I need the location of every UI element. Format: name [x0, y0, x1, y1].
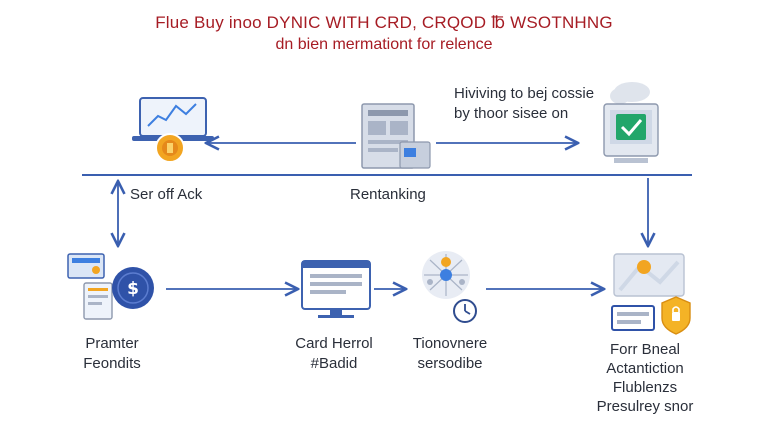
node2-label-line1: Card Herrol — [295, 335, 373, 352]
shield-icon — [661, 296, 691, 335]
node3-label-line2: sersodibe — [417, 355, 483, 372]
svg-text:$: $ — [127, 279, 139, 299]
hub-network-icon — [422, 251, 470, 299]
node1-label-line1: Pramter — [85, 335, 139, 352]
node1-label-line2: Feondits — [83, 355, 141, 372]
monitor-window-icon — [301, 260, 371, 318]
node4-label-line1: Forr Bneal — [609, 341, 681, 358]
node2-label-line2: #Badid — [310, 355, 358, 372]
clock-icon — [453, 299, 477, 323]
top-right-note-line1: Hiviving to bej cossie — [454, 85, 595, 102]
node4-label-line2: Actantiction — [606, 360, 684, 377]
diagram-subtitle: dn bien mermationt for relence — [275, 36, 493, 53]
check-monitor-icon — [603, 82, 659, 163]
document-panel-icon — [361, 103, 431, 169]
node3-label-line1: Tionovnere — [412, 335, 488, 352]
node4-label-line3: Flublenzs — [612, 379, 678, 396]
middle-center-label: Rentanking — [350, 186, 426, 203]
node4-label-line4: Presulrey snor — [596, 398, 694, 415]
cards-icon — [67, 253, 113, 320]
top-right-note-line2: by thoor sisee on — [454, 105, 569, 122]
screen-card-icon — [611, 253, 685, 331]
dollar-badge-icon: $ — [112, 267, 154, 309]
diagram-title: Flue Buy inoo DYNIC WITH CRD, CRQOD ℔ WS… — [155, 13, 613, 32]
middle-left-label: Ser off Ack — [130, 186, 203, 203]
laptop-chart-icon — [132, 97, 214, 163]
